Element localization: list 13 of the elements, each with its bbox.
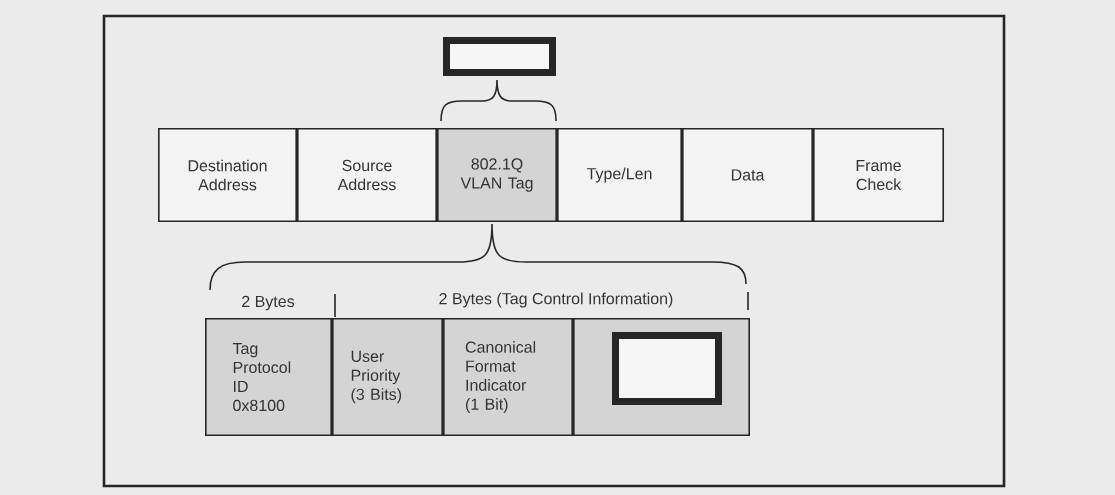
- answer-box: [443, 37, 556, 76]
- field-cell: User Priority (3 Bits): [332, 318, 443, 436]
- size-label: 2 Bytes: [242, 295, 295, 311]
- field-cell: Canonical Format Indicator (1 Bit): [443, 318, 573, 436]
- field-cell: Data: [682, 128, 813, 222]
- field-cell: Source Address: [297, 128, 437, 222]
- field-cell: 802.1Q VLAN Tag: [437, 128, 557, 222]
- field-cell: Tag Protocol ID 0x8100: [205, 318, 332, 436]
- size-label: 2 Bytes (Tag Control Information): [439, 292, 673, 308]
- answer-box: [612, 332, 722, 405]
- field-cell: Frame Check: [813, 128, 944, 222]
- field-cell: Destination Address: [158, 128, 297, 222]
- field-cell: Type/Len: [557, 128, 682, 222]
